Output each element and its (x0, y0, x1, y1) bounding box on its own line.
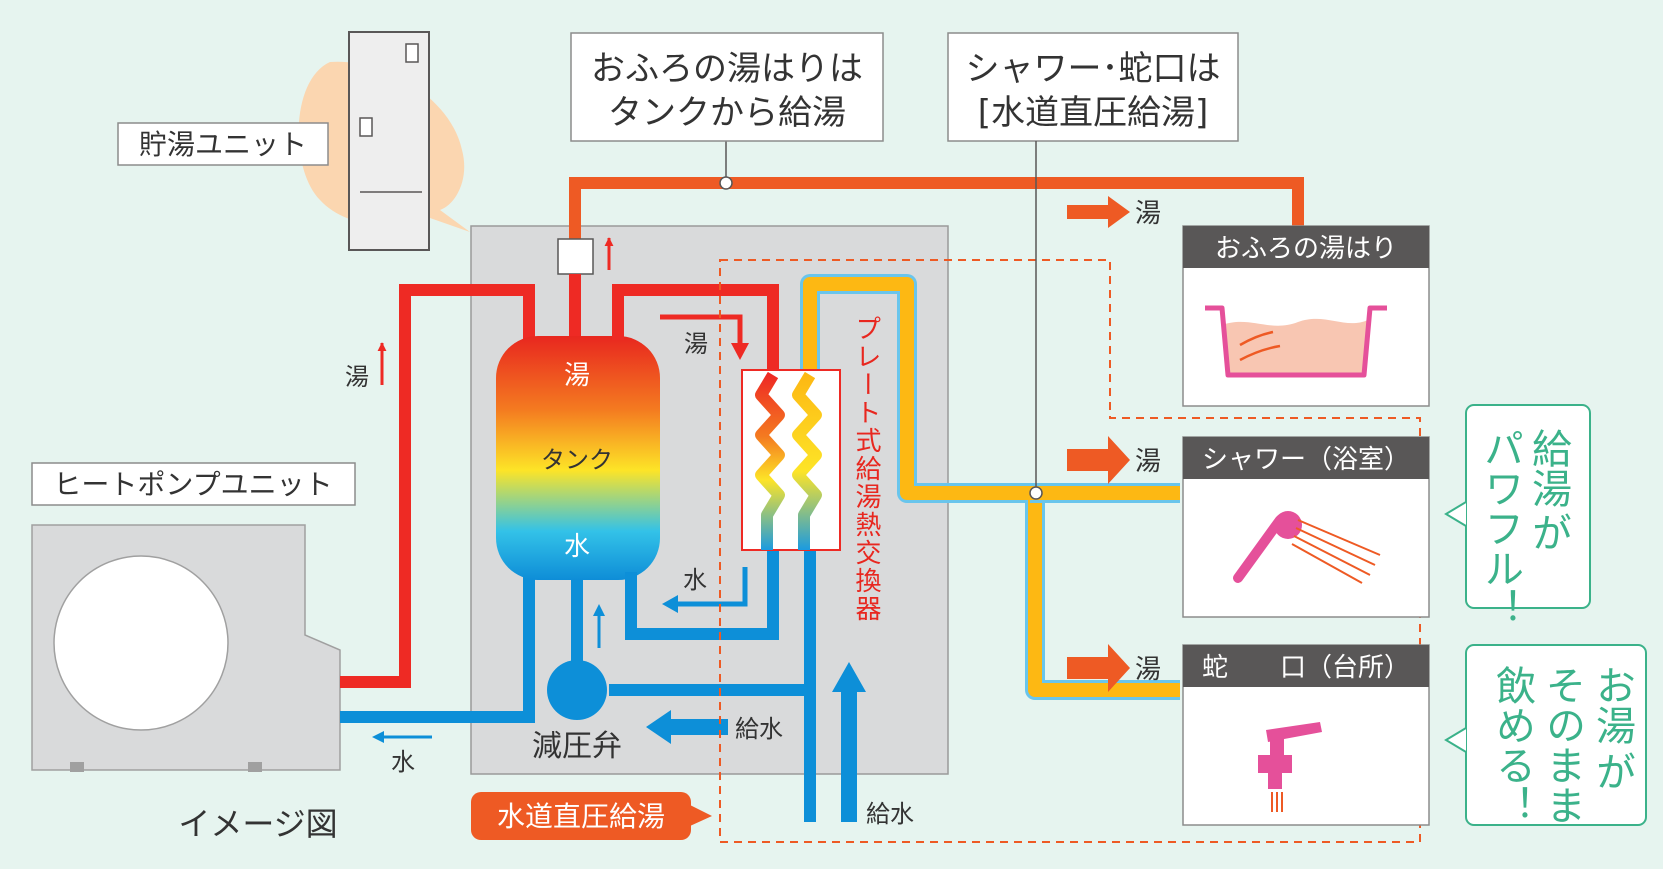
flow-label-hot-left: 湯 (345, 363, 369, 391)
storage-unit-label: 貯湯ユニット (117, 122, 329, 166)
pressure-reducing-valve (547, 660, 607, 720)
svg-text:タンクから給湯: タンクから給湯 (608, 93, 846, 133)
storage-tank (496, 336, 660, 580)
flow-label-hot-shower: 湯 (1135, 447, 1161, 477)
pressure-valve-label: 減圧弁 (532, 729, 622, 764)
storage-unit-illustration (298, 31, 470, 251)
image-caption: イメージ図 (178, 805, 337, 843)
heat-pump-unit-label: ヒートポンプユニット (31, 462, 356, 506)
svg-text:パワフル！: パワフル！ (1477, 428, 1523, 628)
svg-text:が: が (1589, 751, 1635, 791)
outlet-title: 蛇 口（台所） (1202, 653, 1410, 683)
shower-head-icon (1233, 511, 1381, 584)
faucet-icon (1258, 722, 1322, 812)
heat-pump-hot-pipe (340, 284, 535, 688)
shower-direct-callout: シャワー･蛇口は [水道直圧給湯] (947, 32, 1239, 142)
svg-text:貯湯ユニット: 貯湯ユニット (139, 128, 307, 161)
flow-label-hot-bath: 湯 (1135, 199, 1161, 229)
svg-text:水道直圧給湯: 水道直圧給湯 (497, 800, 665, 833)
flow-label-supply-inner: 給水 (735, 715, 783, 743)
svg-text:飲める！: 飲める！ (1489, 665, 1535, 825)
exchanger-hot-pipe (803, 277, 1180, 697)
svg-text:給湯: 給湯 (1525, 428, 1571, 508)
exchanger-to-tank-pipe (625, 535, 779, 640)
left-arrow-icon (672, 567, 748, 607)
outlet-card-shower: シャワー（浴室） (1182, 436, 1430, 618)
svg-text:お湯: お湯 (1589, 665, 1635, 745)
svg-text:おふろの湯はりは: おふろの湯はりは (591, 49, 863, 89)
bath-callout-node (719, 176, 733, 190)
heat-exchanger-label: プレート式給湯熱交換器 (851, 315, 881, 623)
right-arrow-icon (1067, 196, 1130, 228)
direct-supply-tag: 水道直圧給湯 (471, 792, 712, 840)
direct-supply-boundary (719, 259, 1421, 843)
outlet-title: おふろの湯はり (1215, 234, 1397, 264)
fan-icon (53, 555, 229, 731)
outlet-card-bath: おふろの湯はり (1182, 225, 1430, 407)
svg-text:ヒートポンプユニット: ヒートポンプユニット (53, 468, 332, 501)
flow-label-hot-exchanger: 湯 (684, 330, 708, 358)
note-drinkable: お湯 が そのまま 飲める！ (1444, 644, 1647, 826)
tank-to-exchanger-pipe (612, 284, 779, 375)
bathtub-icon (1205, 305, 1387, 378)
svg-text:そのまま: そのまま (1539, 665, 1585, 825)
up-arrow-icon (832, 662, 866, 822)
svg-text:シャワー･蛇口は: シャワー･蛇口は (966, 49, 1221, 89)
flow-label-supply-bottom: 給水 (866, 800, 914, 828)
bath-from-tank-callout: おふろの湯はりは タンクから給湯 (570, 32, 884, 142)
heat-pump-cold-pipe (340, 572, 535, 723)
tank-top-label: 湯 (564, 361, 590, 391)
right-arrow-icon (1067, 644, 1130, 692)
bath-supply-pipe (569, 177, 1304, 262)
right-down-arrow-icon (660, 314, 743, 352)
svg-text:[水道直圧給湯]: [水道直圧給湯] (978, 93, 1209, 133)
flow-label-water-exchanger: 水 (683, 566, 707, 594)
shower-callout-node (1029, 486, 1043, 500)
note-powerful: 給湯 が パワフル！ (1444, 404, 1591, 628)
right-arrow-icon (1067, 436, 1130, 484)
tank-middle-label: タンク (541, 446, 613, 474)
left-arrow-icon (646, 710, 728, 744)
svg-text:が: が (1525, 512, 1571, 552)
storage-cabinet-icon (348, 31, 430, 251)
flow-label-hot-faucet: 湯 (1135, 655, 1161, 685)
outlet-title: シャワー（浴室） (1202, 445, 1410, 475)
heat-pump-unit-illustration (31, 524, 341, 772)
tank-bottom-label: 水 (564, 532, 590, 562)
flow-label-water-heatpump: 水 (391, 748, 415, 776)
mixing-valve-box (557, 238, 594, 275)
outlet-card-faucet: 蛇 口（台所） (1182, 644, 1430, 826)
